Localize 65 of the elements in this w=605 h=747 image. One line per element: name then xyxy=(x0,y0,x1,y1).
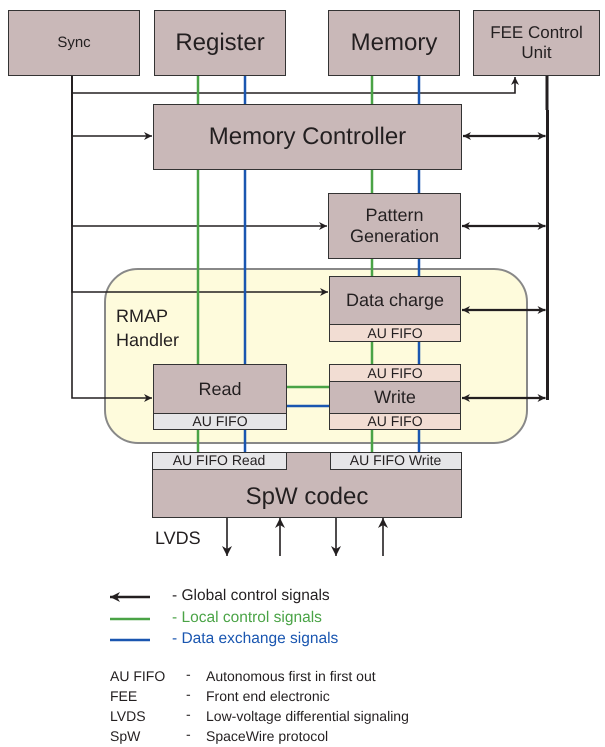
signal-line xyxy=(196,76,200,104)
process-box: FEE Control Unit xyxy=(473,10,600,76)
legend-text: - Data exchange signals xyxy=(172,630,338,648)
signal-line xyxy=(287,386,329,388)
signal-line xyxy=(418,170,420,193)
fifo-box: AU FIFO xyxy=(329,364,461,382)
fifo-box: AU FIFO Read xyxy=(152,452,286,470)
process-box: Memory xyxy=(328,10,460,76)
arrow xyxy=(222,518,232,556)
arrow xyxy=(275,518,285,556)
process-box xyxy=(152,452,462,518)
legend-text: - Local control signals xyxy=(172,609,322,627)
arrow xyxy=(378,518,388,556)
signal-line xyxy=(418,342,420,364)
legend-text: - Global control signals xyxy=(172,587,330,605)
arrow xyxy=(462,306,546,314)
abbreviation-definition: Autonomous first in first out xyxy=(206,668,376,684)
abbreviation: FEE xyxy=(110,688,138,704)
arrow xyxy=(331,518,341,556)
abbreviation: LVDS xyxy=(110,708,146,724)
fifo-box: AU FIFO Write xyxy=(330,452,462,470)
abbreviation: SpW xyxy=(110,728,140,744)
abbreviation-definition: Low-voltage differential signaling xyxy=(206,708,409,724)
signal-line xyxy=(287,404,329,408)
fifo-box: AU FIFO xyxy=(329,324,461,342)
signal-label: LVDS xyxy=(155,528,201,549)
separator: - xyxy=(186,726,191,742)
signal-line xyxy=(244,170,246,364)
process-box: Memory Controller xyxy=(153,104,462,170)
process-box: Write xyxy=(329,381,461,414)
signal-line xyxy=(196,170,200,364)
box-label: SpW codec xyxy=(244,483,370,511)
separator: - xyxy=(186,706,191,722)
signal-line xyxy=(370,76,374,104)
signal-line xyxy=(244,430,246,452)
signal-line xyxy=(418,259,420,276)
arrow xyxy=(462,222,546,230)
abbreviation-definition: Front end electronic xyxy=(206,688,330,704)
arrow xyxy=(463,132,546,140)
signal-line xyxy=(370,430,374,452)
fifo-box: AU FIFO xyxy=(153,413,287,430)
handler-region xyxy=(104,268,528,444)
process-box: Sync xyxy=(8,10,140,76)
arrow xyxy=(71,76,152,402)
separator: - xyxy=(186,666,191,682)
arrow xyxy=(462,394,546,402)
process-box: Register xyxy=(154,10,286,76)
process-box: Data charge xyxy=(329,276,461,325)
signal-line xyxy=(418,76,420,104)
abbreviation-definition: SpaceWire protocol xyxy=(206,728,328,744)
signal-line xyxy=(196,430,200,452)
signal-line xyxy=(370,259,374,276)
process-box: Pattern Generation xyxy=(328,193,461,259)
signal-line xyxy=(370,170,374,193)
arrow xyxy=(71,76,519,94)
signal-line xyxy=(244,76,246,104)
abbreviation: AU FIFO xyxy=(110,668,166,684)
signal-line xyxy=(418,430,420,452)
process-box: Read xyxy=(153,364,287,414)
signal-line xyxy=(370,342,374,364)
fifo-box: AU FIFO xyxy=(329,413,461,430)
bus-line xyxy=(546,110,548,400)
region-title: RMAP Handler xyxy=(116,305,180,352)
signal-line xyxy=(546,76,548,110)
separator: - xyxy=(186,686,191,702)
